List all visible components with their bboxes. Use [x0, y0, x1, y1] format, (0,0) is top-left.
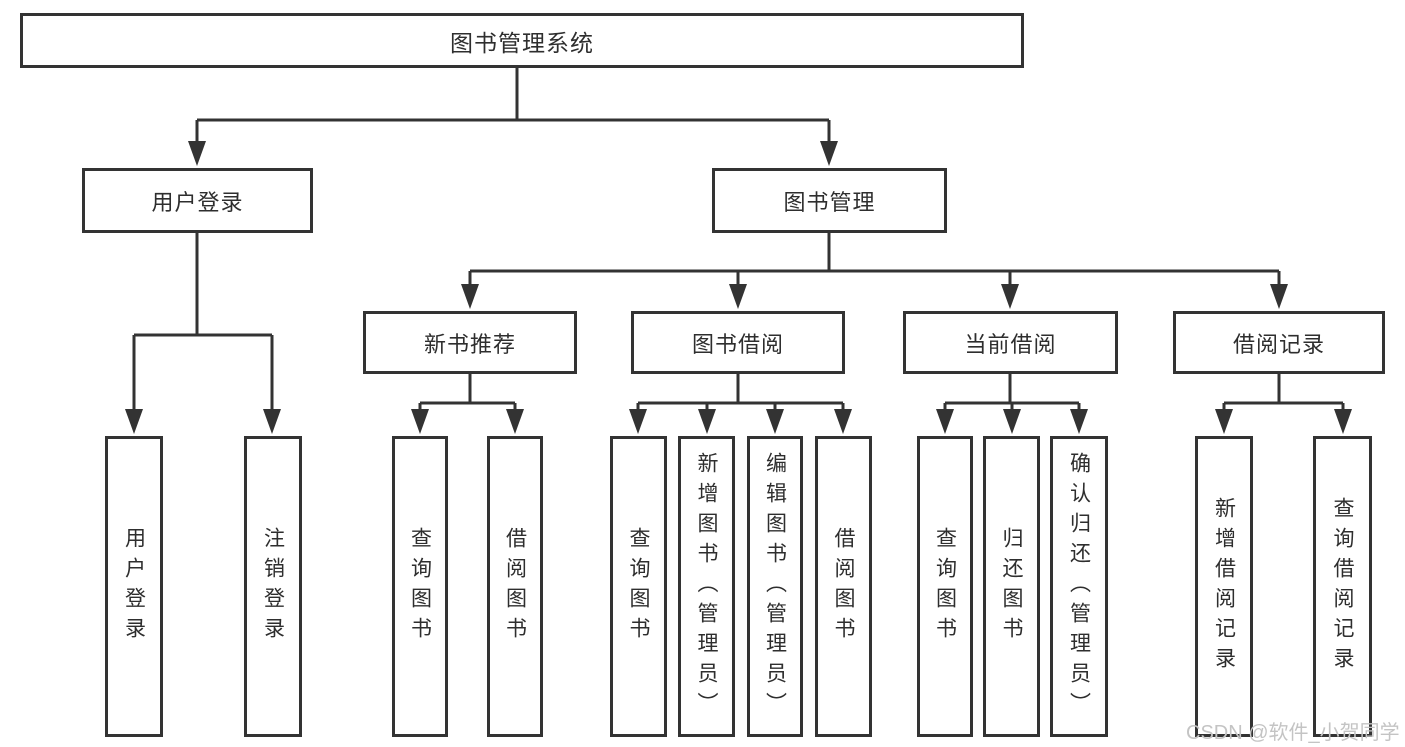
leaf-borrow-edit-books-admin-label: 编辑图书（管理员）	[763, 451, 787, 722]
leaf-recommend-borrow-books: 借阅图书	[487, 436, 543, 737]
leaf-borrow-query-books: 查询图书	[610, 436, 667, 737]
arrowhead	[1001, 284, 1019, 309]
leaf-current-confirm-return-admin-label: 确认归还（管理员）	[1067, 451, 1091, 722]
leaf-borrow-query-books-label: 查询图书	[627, 526, 650, 647]
arrowhead	[461, 284, 479, 309]
leaf-recommend-borrow-books-label: 借阅图书	[503, 526, 527, 647]
arrowhead	[1003, 409, 1021, 434]
csdn-watermark: CSDN @软件_小贺同学	[1186, 722, 1400, 744]
arrowhead	[188, 141, 206, 166]
arrowhead	[1334, 409, 1352, 434]
leaf-borrow-add-books-admin: 新增图书（管理员）	[678, 436, 735, 737]
arrowhead	[936, 409, 954, 434]
arrowhead	[629, 409, 647, 434]
leaf-user-login-label: 用户登录	[122, 526, 146, 647]
arrowhead	[766, 409, 784, 434]
leaf-borrow-borrow-books-label: 借阅图书	[832, 526, 855, 647]
node-borrow-record: 借阅记录	[1173, 311, 1385, 374]
leaf-current-confirm-return-admin: 确认归还（管理员）	[1050, 436, 1108, 737]
leaf-borrow-edit-books-admin: 编辑图书（管理员）	[747, 436, 803, 737]
node-user-login: 用户登录	[82, 168, 313, 233]
leaf-logout-label: 注销登录	[261, 526, 285, 647]
arrowhead	[506, 409, 524, 434]
leaf-record-add-borrow-record: 新增借阅记录	[1195, 436, 1253, 737]
node-book-management: 图书管理	[712, 168, 947, 233]
arrowhead	[820, 141, 838, 166]
node-new-book-recommend: 新书推荐	[363, 311, 577, 374]
leaf-current-query-books: 查询图书	[917, 436, 973, 737]
arrowhead	[698, 409, 716, 434]
leaf-record-add-borrow-record-label: 新增借阅记录	[1212, 496, 1236, 677]
leaf-current-query-books-label: 查询图书	[933, 526, 957, 647]
leaf-record-query-borrow-record: 查询借阅记录	[1313, 436, 1372, 737]
leaf-recommend-query-books: 查询图书	[392, 436, 448, 737]
arrowhead	[834, 409, 852, 434]
leaf-record-query-borrow-record-label: 查询借阅记录	[1331, 496, 1354, 677]
leaf-logout: 注销登录	[244, 436, 302, 737]
leaf-user-login: 用户登录	[105, 436, 163, 737]
leaf-borrow-add-books-admin-label: 新增图书（管理员）	[695, 451, 718, 722]
node-current-borrow: 当前借阅	[903, 311, 1118, 374]
arrowhead	[1070, 409, 1088, 434]
arrowhead	[125, 409, 143, 434]
node-library-system: 图书管理系统	[20, 13, 1024, 68]
leaf-recommend-query-books-label: 查询图书	[408, 526, 432, 647]
arrowhead	[729, 284, 747, 309]
leaf-current-return-books: 归还图书	[983, 436, 1040, 737]
arrowhead	[1215, 409, 1233, 434]
leaf-borrow-borrow-books: 借阅图书	[815, 436, 872, 737]
arrowhead	[411, 409, 429, 434]
leaf-current-return-books-label: 归还图书	[1000, 526, 1023, 647]
arrowhead	[1270, 284, 1288, 309]
arrowhead	[263, 409, 281, 434]
node-book-borrow: 图书借阅	[631, 311, 845, 374]
